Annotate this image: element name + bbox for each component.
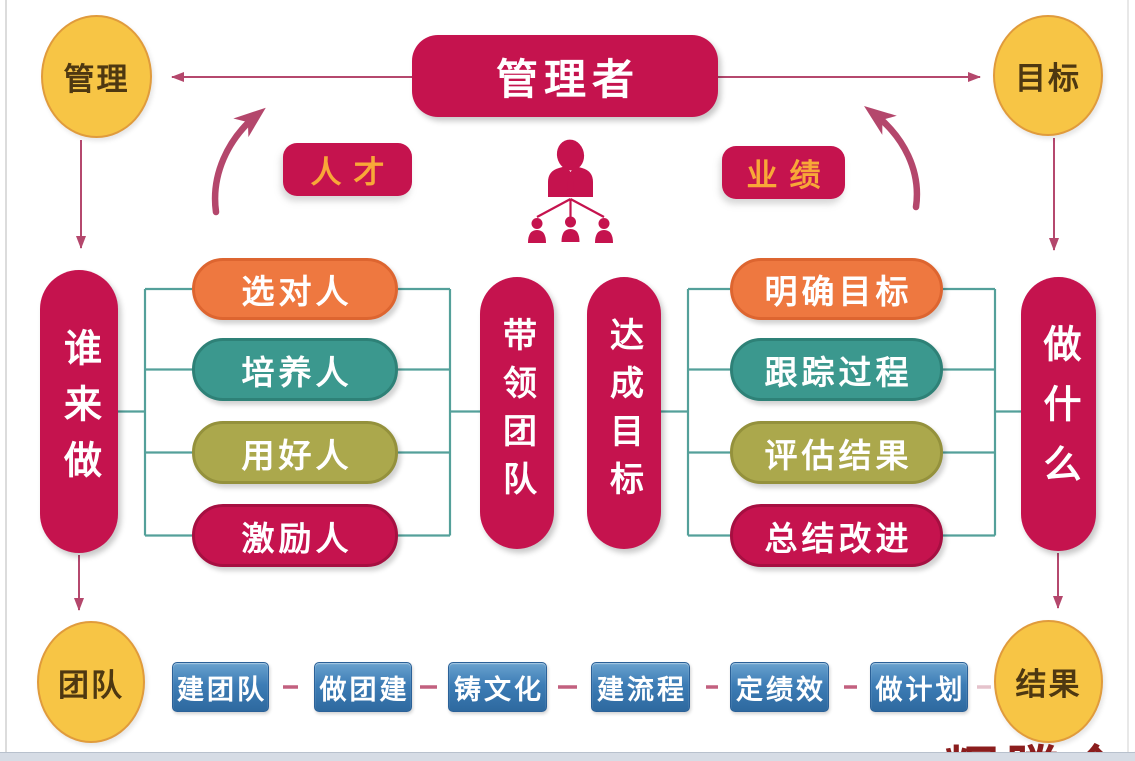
left-item-label: 培养人 xyxy=(241,353,353,391)
right-item-evaluate-result: 评估结果 xyxy=(730,421,943,484)
swoosh-arrows xyxy=(211,105,921,216)
step-make-plan: 做计划 xyxy=(870,662,968,712)
what-to-do-pill: 做什么 xyxy=(1021,277,1096,551)
step-label: 铸文化 xyxy=(454,674,544,705)
right-item-label: 明确目标 xyxy=(764,273,913,310)
result-circle-label: 结果 xyxy=(1015,667,1082,702)
step-do-teambuilding: 做团建 xyxy=(314,662,412,712)
performance-tag-label: 业绩 xyxy=(746,158,833,193)
left-item-motivate-person: 激励人 xyxy=(192,504,398,567)
right-item-summarize-improve: 总结改进 xyxy=(730,504,943,567)
step-label: 定绩效 xyxy=(736,674,826,705)
step-build-team: 建团队 xyxy=(172,662,269,712)
left-inner-stubs xyxy=(398,287,450,537)
step-label: 建流程 xyxy=(597,674,687,705)
who-does-it-label: 谁来做 xyxy=(57,327,100,496)
talent-tag-label: 人才 xyxy=(310,155,397,190)
left-item-use-person: 用好人 xyxy=(192,421,398,484)
achieve-goal-pill: 达成目标 xyxy=(587,277,661,549)
management-circle: 管理 xyxy=(41,15,152,138)
left-item-select-person: 选对人 xyxy=(192,258,398,320)
team-circle: 团队 xyxy=(37,621,145,743)
step-set-performance: 定绩效 xyxy=(730,662,829,712)
manager-pill: 管理者 xyxy=(412,35,718,117)
right-item-clarify-goal: 明确目标 xyxy=(730,258,943,320)
team-circle-label: 团队 xyxy=(58,667,124,703)
performance-tag: 业绩 xyxy=(722,146,845,199)
left-edge-line xyxy=(5,0,7,761)
manager-pill-label: 管理者 xyxy=(495,55,640,103)
left-item-label: 激励人 xyxy=(241,519,353,557)
step-forge-culture: 铸文化 xyxy=(448,662,547,712)
right-item-label: 总结改进 xyxy=(764,519,913,557)
who-does-it-pill: 谁来做 xyxy=(40,270,118,553)
result-circle: 结果 xyxy=(994,620,1103,743)
left-item-label: 用好人 xyxy=(241,436,353,474)
right-inner-stubs xyxy=(688,287,730,537)
bracket-lines xyxy=(118,287,1021,537)
management-circle-label: 管理 xyxy=(63,62,130,97)
right-edge-line xyxy=(1127,0,1129,761)
left-outer-stubs xyxy=(145,287,192,537)
talent-up-arrow-icon xyxy=(211,107,266,216)
right-item-label: 跟踪过程 xyxy=(764,353,913,391)
right-item-track-process: 跟踪过程 xyxy=(730,338,943,401)
right-outer-stubs xyxy=(943,287,995,537)
goal-circle-label: 目标 xyxy=(1015,61,1081,96)
achieve-goal-label: 达成目标 xyxy=(604,317,643,509)
bottom-strip xyxy=(0,752,1135,761)
right-item-label: 评估结果 xyxy=(764,436,913,474)
left-item-label: 选对人 xyxy=(241,273,353,310)
what-to-do-label: 做什么 xyxy=(1037,324,1079,504)
lead-team-pill: 带领团队 xyxy=(480,277,554,549)
talent-tag: 人才 xyxy=(283,143,412,196)
rose-arrows xyxy=(74,72,1063,611)
step-build-process: 建流程 xyxy=(591,662,690,712)
step-label: 做团建 xyxy=(319,674,410,705)
performance-up-arrow-icon xyxy=(864,105,921,211)
left-item-develop-person: 培养人 xyxy=(192,338,398,401)
goal-circle: 目标 xyxy=(993,15,1103,136)
lead-team-label: 带领团队 xyxy=(497,317,536,509)
manager-team-icon xyxy=(528,139,613,243)
step-label: 做计划 xyxy=(875,674,966,705)
step-label: 建团队 xyxy=(177,674,267,705)
